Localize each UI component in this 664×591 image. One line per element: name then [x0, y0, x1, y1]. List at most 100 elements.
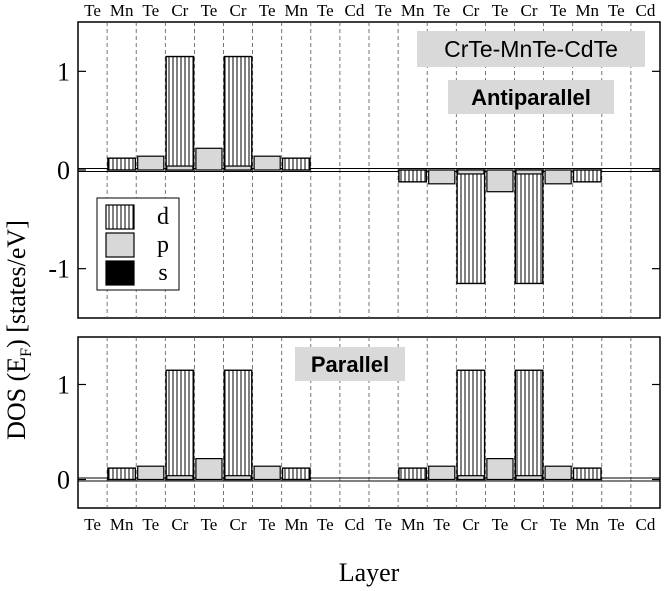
bar-d — [107, 467, 137, 481]
bottom-layer-label: Mn — [575, 515, 599, 534]
bottom-layer-label: Cd — [345, 515, 365, 534]
bar-d — [281, 467, 311, 481]
top-layer-label: Te — [550, 1, 567, 20]
legend-label: d — [157, 204, 169, 230]
bar-p — [195, 458, 223, 481]
top-layer-label: Te — [259, 1, 276, 20]
bottom-layer-label: Mn — [401, 515, 425, 534]
top-layer-label: Cr — [230, 1, 247, 20]
panel-label: Parallel — [311, 352, 389, 377]
bar-p — [428, 169, 456, 185]
top-layer-label: Te — [201, 1, 218, 20]
bottom-layer-label: Cr — [462, 515, 479, 534]
top-layer-label: Cr — [462, 1, 479, 20]
legend-swatch-p — [105, 232, 135, 258]
legend-swatch-d — [105, 204, 135, 230]
bottom-layer-label: Te — [317, 515, 334, 534]
bar-d — [456, 369, 486, 481]
y-tick-label: 1 — [57, 371, 70, 400]
top-layer-label: Mn — [575, 1, 599, 20]
legend-label: p — [157, 232, 169, 258]
bar-p — [486, 458, 514, 481]
bottom-layer-label: Te — [84, 515, 101, 534]
bar-p — [253, 465, 281, 481]
bottom-layer-label: Te — [492, 515, 509, 534]
legend: dps — [96, 197, 180, 291]
bottom-layer-label: Te — [608, 515, 625, 534]
bottom-layer-label: Mn — [110, 515, 134, 534]
bottom-layer-label: Te — [201, 515, 218, 534]
bar-p — [428, 465, 456, 481]
top-layer-label: Cd — [345, 1, 365, 20]
top-layer-label: Mn — [110, 1, 134, 20]
bar-p — [137, 465, 165, 481]
bar-p — [224, 475, 252, 481]
panel-label: Antiparallel — [471, 85, 591, 110]
bar-p — [166, 165, 194, 171]
bar-p — [544, 169, 572, 185]
bar-d — [514, 169, 544, 285]
top-layer-label: Cr — [171, 1, 188, 20]
bar-d — [514, 369, 544, 481]
bottom-layer-label: Te — [433, 515, 450, 534]
panel-label-background — [295, 347, 405, 381]
bar-p — [457, 169, 485, 175]
bar-p — [224, 165, 252, 171]
top-layer-label: Te — [317, 1, 334, 20]
top-layer-label: Te — [608, 1, 625, 20]
legend-label: s — [158, 260, 167, 286]
bar-p — [253, 155, 281, 171]
bar-p — [137, 155, 165, 171]
bottom-layer-label: Te — [259, 515, 276, 534]
bar-d — [165, 369, 195, 481]
bottom-layer-label: Mn — [284, 515, 308, 534]
top-layer-label: Mn — [401, 1, 425, 20]
top-layer-label: Te — [433, 1, 450, 20]
y-tick-label: 0 — [57, 466, 70, 495]
y-axis-title-tail: ) [states/eV] — [2, 220, 31, 348]
bottom-layer-label: Te — [142, 515, 159, 534]
top-layer-label: Te — [84, 1, 101, 20]
bar-d — [572, 467, 602, 481]
bar-p — [486, 169, 514, 193]
top-layer-label: Cd — [636, 1, 656, 20]
top-layer-label: Te — [492, 1, 509, 20]
bar-d — [398, 169, 428, 183]
y-tick-label: 1 — [57, 57, 70, 86]
bar-d — [572, 169, 602, 183]
bar-p — [457, 475, 485, 481]
bottom-layer-label: Cr — [230, 515, 247, 534]
bar-d — [165, 55, 195, 171]
bar-p — [195, 147, 223, 171]
bottom-layer-label: Cr — [171, 515, 188, 534]
bottom-layer-label: Cd — [636, 515, 656, 534]
bottom-layer-label: Te — [550, 515, 567, 534]
panel-label-background — [417, 31, 645, 67]
y-axis-title: DOS (EF) [states/eV] — [2, 220, 35, 440]
legend-swatch-s — [105, 260, 135, 286]
y-tick-label: 0 — [57, 156, 70, 185]
bar-p — [544, 465, 572, 481]
bar-p — [515, 169, 543, 175]
bar-d — [223, 369, 253, 481]
panel-label-background — [448, 80, 614, 114]
top-layer-label: Te — [375, 1, 392, 20]
x-axis-title: Layer — [339, 558, 400, 587]
top-layer-labels: Te Mn Te Cr Te Cr Te Mn Te Cd Te Mn Te Cr Te Cr Te Mn Te Cd — [84, 1, 656, 20]
bar-d — [456, 169, 486, 285]
bar-d — [281, 157, 311, 171]
panel-label: CrTe-MnTe-CdTe — [444, 36, 618, 62]
bar-d — [223, 55, 253, 171]
panel-parallel: 1 0 Parallel — [57, 336, 661, 509]
top-layer-label: Cr — [521, 1, 538, 20]
y-axis-title-subscript: F — [18, 348, 35, 357]
top-layer-label: Te — [142, 1, 159, 20]
bar-d — [398, 467, 428, 481]
bar-p — [515, 475, 543, 481]
top-layer-label: Mn — [284, 1, 308, 20]
bottom-layer-label: Te — [375, 515, 392, 534]
y-tick-label: -1 — [48, 255, 70, 284]
bar-p — [166, 475, 194, 481]
